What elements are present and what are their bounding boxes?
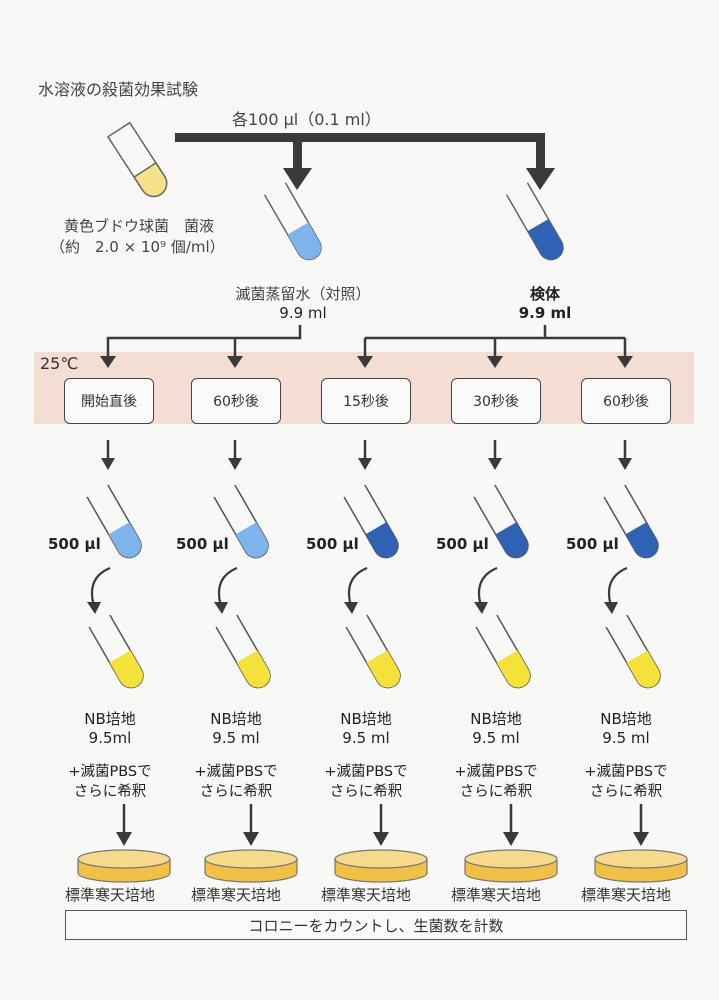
- nb-medium-volume: 9.5 ml: [472, 729, 520, 747]
- down-arrow-head: [488, 458, 502, 470]
- incubation-tube: [473, 484, 529, 559]
- aliquot-label: 500 µl: [436, 535, 489, 553]
- down-arrow-head: [618, 458, 632, 470]
- aliquot-label: 500 µl: [48, 535, 101, 553]
- timepoint-label: 30秒後: [473, 394, 519, 410]
- incubation-tube: [343, 484, 399, 559]
- nb-medium-label: NB培地: [210, 710, 262, 728]
- control-volume: 9.9 ml: [279, 304, 327, 322]
- nb-tube: [215, 614, 271, 689]
- timepoint-box: 30秒後: [451, 378, 541, 424]
- nb-medium-volume: 9.5 ml: [602, 729, 650, 747]
- nb-medium-label: NB培地: [340, 710, 392, 728]
- down-arrow-head: [101, 458, 115, 470]
- transfer-arrow-head: [474, 602, 488, 614]
- nb-medium-label: NB培地: [600, 710, 652, 728]
- control-tube: [263, 182, 322, 261]
- timepoint-box: 開始直後: [64, 378, 154, 424]
- down-arrow-head: [503, 832, 519, 846]
- sample-tube: [505, 182, 564, 261]
- sample-volume: 9.9 ml: [518, 304, 572, 322]
- dilution-label: +滅菌PBSでさらに希釈: [454, 764, 538, 800]
- transfer-arrow-head: [87, 602, 101, 614]
- timepoint-box: 60秒後: [581, 378, 671, 424]
- timepoint-label: 15秒後: [343, 394, 389, 410]
- timepoint-label: 開始直後: [81, 394, 137, 410]
- nb-tube: [88, 614, 144, 689]
- dilution-label: +滅菌PBSでさらに希釈: [68, 764, 152, 800]
- agar-plate: [77, 849, 171, 883]
- agar-label: 標準寒天培地: [580, 886, 671, 904]
- down-arrow-head: [228, 458, 242, 470]
- transfer-arrow: [90, 566, 111, 607]
- aliquot-label: 500 µl: [306, 535, 359, 553]
- sample-branch: [363, 325, 627, 357]
- agar-plate: [204, 849, 298, 883]
- transfer-arrow: [607, 566, 628, 607]
- temperature-label: 25℃: [40, 354, 79, 373]
- split-arrow: [175, 133, 555, 190]
- timepoint-label: 60秒後: [213, 394, 259, 410]
- agar-label: 標準寒天培地: [64, 886, 155, 904]
- nb-medium-volume: 9.5ml: [88, 729, 132, 747]
- nb-medium-volume: 9.5 ml: [342, 729, 390, 747]
- transfer-arrow-head: [344, 602, 358, 614]
- agar-plate: [594, 849, 688, 883]
- down-arrow-head: [358, 458, 372, 470]
- result-box: コロニーをカウントし、生菌数を計数: [65, 910, 687, 940]
- agar-plate: [334, 849, 428, 883]
- incubation-tube: [213, 484, 269, 559]
- transfer-arrow: [347, 566, 368, 607]
- nb-medium-volume: 9.5 ml: [212, 729, 260, 747]
- agar-label: 標準寒天培地: [450, 886, 541, 904]
- down-arrow-head: [116, 832, 132, 846]
- transfer-arrow: [477, 566, 498, 607]
- dilution-label: +滅菌PBSでさらに希釈: [194, 764, 278, 800]
- down-arrow-head: [243, 832, 259, 846]
- down-arrow-head: [633, 832, 649, 846]
- source-name: 黄色ブドウ球菌 菌液: [64, 217, 215, 235]
- diagram-title: 水溶液の殺菌効果試験: [38, 80, 199, 99]
- nb-tube: [475, 614, 531, 689]
- transfer-arrow-head: [214, 602, 228, 614]
- incubation-tube: [603, 484, 659, 559]
- timepoint-label: 60秒後: [603, 394, 649, 410]
- sample-name: 検体: [529, 285, 560, 303]
- nb-tube: [345, 614, 401, 689]
- dilution-label: +滅菌PBSでさらに希釈: [324, 764, 408, 800]
- aliquot-label: 500 µl: [176, 535, 229, 553]
- timepoint-box: 60秒後: [191, 378, 281, 424]
- timepoint-box: 15秒後: [321, 378, 411, 424]
- control-branch: [106, 325, 302, 357]
- dilution-label: +滅菌PBSでさらに希釈: [584, 764, 668, 800]
- transfer-arrow: [217, 566, 238, 607]
- result-text: コロニーをカウントし、生菌数を計数: [248, 916, 504, 935]
- agar-label: 標準寒天培地: [190, 886, 281, 904]
- incubation-tube: [86, 484, 142, 559]
- nb-tube: [605, 614, 661, 689]
- source-tube: [106, 121, 168, 198]
- nb-medium-label: NB培地: [470, 710, 522, 728]
- agar-label: 標準寒天培地: [320, 886, 411, 904]
- nb-medium-label: NB培地: [84, 710, 136, 728]
- agar-plate: [464, 849, 558, 883]
- control-name: 滅菌蒸留水（対照）: [235, 285, 371, 303]
- source-concentration: （約 2.0 × 10⁹ 個/ml）: [50, 238, 225, 256]
- transfer-label: 各100 µl（0.1 ml）: [232, 110, 381, 129]
- aliquot-label: 500 µl: [566, 535, 619, 553]
- transfer-arrow-head: [604, 602, 618, 614]
- down-arrow-head: [373, 832, 389, 846]
